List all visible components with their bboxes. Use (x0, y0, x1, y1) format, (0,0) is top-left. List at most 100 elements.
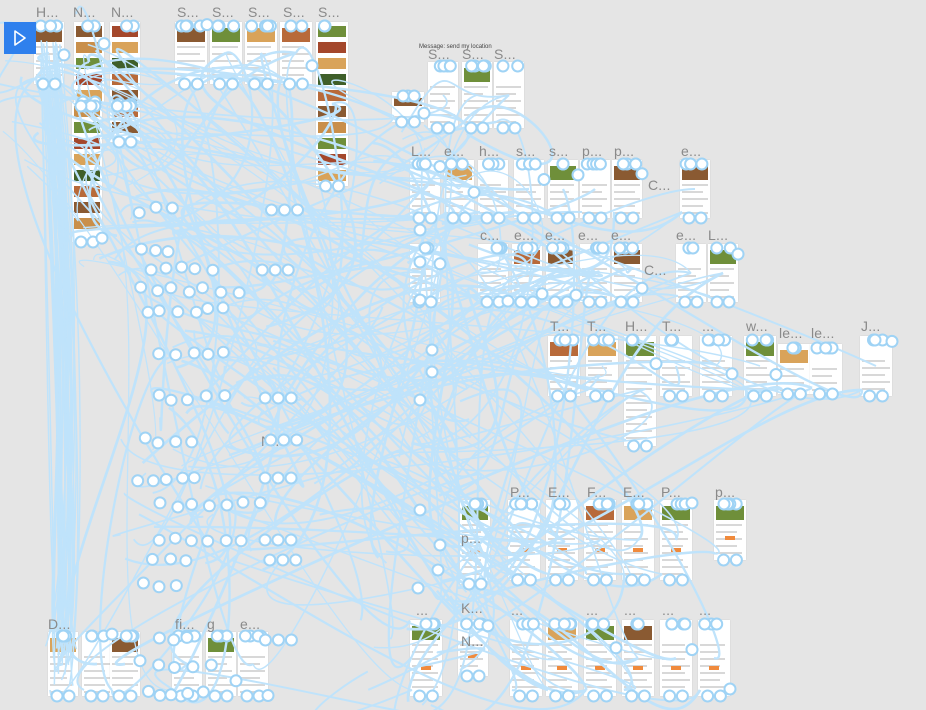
connection-wire[interactable] (138, 513, 587, 710)
connection-wire[interactable] (411, 287, 499, 451)
connection-wire[interactable] (458, 170, 544, 273)
connection-wire[interactable] (217, 298, 639, 551)
connection-wire[interactable] (115, 47, 364, 261)
connection-wire[interactable] (53, 74, 67, 647)
connection-wire[interactable] (52, 64, 74, 686)
connection-wire[interactable] (373, 272, 596, 649)
connection-wire[interactable] (205, 484, 601, 545)
connection-wire[interactable] (213, 355, 663, 575)
connection-wire[interactable] (282, 360, 718, 435)
cta-button[interactable] (709, 665, 719, 670)
frame-label-r2-e2[interactable]: e... (545, 227, 566, 243)
frame-label-r5-dots3[interactable]: ... (586, 602, 599, 618)
frame-label-r4-e1[interactable]: E... (548, 484, 570, 500)
connection-wire[interactable] (151, 136, 460, 190)
connection-wire[interactable] (55, 43, 81, 687)
frame-label-r2-e4[interactable]: e... (611, 227, 632, 243)
connection-wire[interactable] (222, 284, 549, 458)
cta-button[interactable] (557, 665, 567, 670)
connection-wire[interactable] (393, 390, 641, 710)
frame-label-r5-dots2[interactable]: ... (511, 602, 524, 618)
cta-button[interactable] (725, 536, 735, 540)
connection-wire[interactable] (78, 64, 283, 140)
connection-wire[interactable] (231, 559, 637, 691)
frame-label-r3-dots[interactable]: ... (702, 318, 715, 334)
connection-wire[interactable] (213, 491, 588, 691)
connection-wire[interactable] (267, 254, 692, 362)
frame-label-r4-p3[interactable]: p... (715, 484, 736, 500)
connection-wire[interactable] (83, 54, 157, 451)
cta-button[interactable] (671, 665, 681, 670)
cta-button[interactable] (671, 548, 681, 552)
connection-wire[interactable] (228, 271, 596, 457)
frame-label-r3-w[interactable]: w... (746, 318, 768, 334)
connection-wire[interactable] (435, 270, 596, 486)
connection-wire[interactable] (272, 339, 589, 392)
connection-wire[interactable] (258, 211, 683, 336)
frame-label-r5-n[interactable]: N... (461, 633, 484, 649)
connection-wire[interactable] (285, 52, 394, 640)
frame-label-r5-k[interactable]: K... (461, 600, 483, 616)
connection-wire[interactable] (181, 295, 679, 467)
connection-wire[interactable] (260, 343, 625, 575)
frame-label-s4[interactable]: S... (283, 4, 305, 20)
connection-wire[interactable] (101, 115, 395, 140)
frame-label-r2-e1[interactable]: e... (514, 227, 535, 243)
connection-wire[interactable] (438, 382, 813, 497)
connection-wire[interactable] (34, 64, 217, 369)
connection-wire[interactable] (92, 253, 525, 541)
frame-label-r1-s1[interactable]: s... (516, 143, 536, 159)
frame-label-s1[interactable]: S... (177, 4, 199, 20)
frame-label-ms3[interactable]: S... (494, 46, 516, 62)
frame-label-r3-t1[interactable]: T... (550, 318, 570, 334)
frame-label-r4-p1[interactable]: P... (510, 484, 531, 500)
frame-label-n1[interactable]: N... (73, 4, 96, 20)
connection-wire[interactable] (195, 180, 724, 290)
cta-button[interactable] (595, 548, 605, 552)
frame-label-r4-p4[interactable]: p... (461, 530, 482, 546)
frame-label-bl-e[interactable]: e... (240, 616, 261, 632)
cta-button[interactable] (421, 665, 431, 670)
cta-button[interactable] (633, 548, 643, 552)
cta-button[interactable] (595, 665, 605, 670)
frame-label-r2-c2[interactable]: C... (644, 262, 667, 278)
frame-label-r4-p2[interactable]: P... (661, 484, 682, 500)
frame-label-r1-p2[interactable]: p... (614, 143, 635, 159)
connection-wire[interactable] (54, 44, 76, 639)
cta-button[interactable] (521, 665, 531, 670)
connection-wire[interactable] (274, 266, 633, 528)
connection-wire[interactable] (252, 374, 639, 664)
frame-label-s2[interactable]: S... (212, 4, 234, 20)
frame-label-r3-le2[interactable]: le... (811, 325, 835, 341)
connection-wire[interactable] (181, 76, 305, 488)
connection-wire[interactable] (150, 387, 588, 575)
connection-wire[interactable] (40, 61, 56, 685)
connection-wire[interactable] (168, 121, 465, 273)
connection-wire[interactable] (172, 375, 281, 694)
frame-label-r5-dots5[interactable]: ... (662, 602, 675, 618)
frame-label-r2-e5[interactable]: e... (676, 227, 697, 243)
connection-wire[interactable] (74, 95, 411, 630)
play-prototype-button[interactable] (4, 22, 36, 54)
connection-wire[interactable] (14, 77, 488, 585)
connection-wire[interactable] (398, 390, 653, 472)
frame-label-r3-le1[interactable]: le... (779, 325, 803, 341)
frame-label-mid-n[interactable]: N... (261, 433, 284, 449)
connection-wire[interactable] (387, 211, 448, 669)
cta-button[interactable] (557, 548, 567, 552)
connection-wire[interactable] (188, 179, 334, 469)
frame-label-r5-dots1[interactable]: ... (416, 602, 429, 618)
frame-label-r4-f[interactable]: F... (587, 484, 607, 500)
frame-label-home[interactable]: H... (36, 4, 59, 20)
frame-label-ms2[interactable]: S... (462, 46, 484, 62)
connection-wire[interactable] (462, 105, 554, 166)
connection-wire[interactable] (85, 147, 467, 180)
connection-wire[interactable] (59, 44, 76, 615)
connection-wire[interactable] (113, 115, 584, 297)
connection-wire[interactable] (118, 267, 563, 661)
connection-wire[interactable] (434, 195, 557, 543)
frame-label-message-send-location[interactable]: Message: send my location (419, 44, 492, 50)
connection-wire[interactable] (327, 248, 721, 660)
frame-label-r1-e[interactable]: e... (444, 143, 465, 159)
connection-wire[interactable] (163, 284, 761, 367)
